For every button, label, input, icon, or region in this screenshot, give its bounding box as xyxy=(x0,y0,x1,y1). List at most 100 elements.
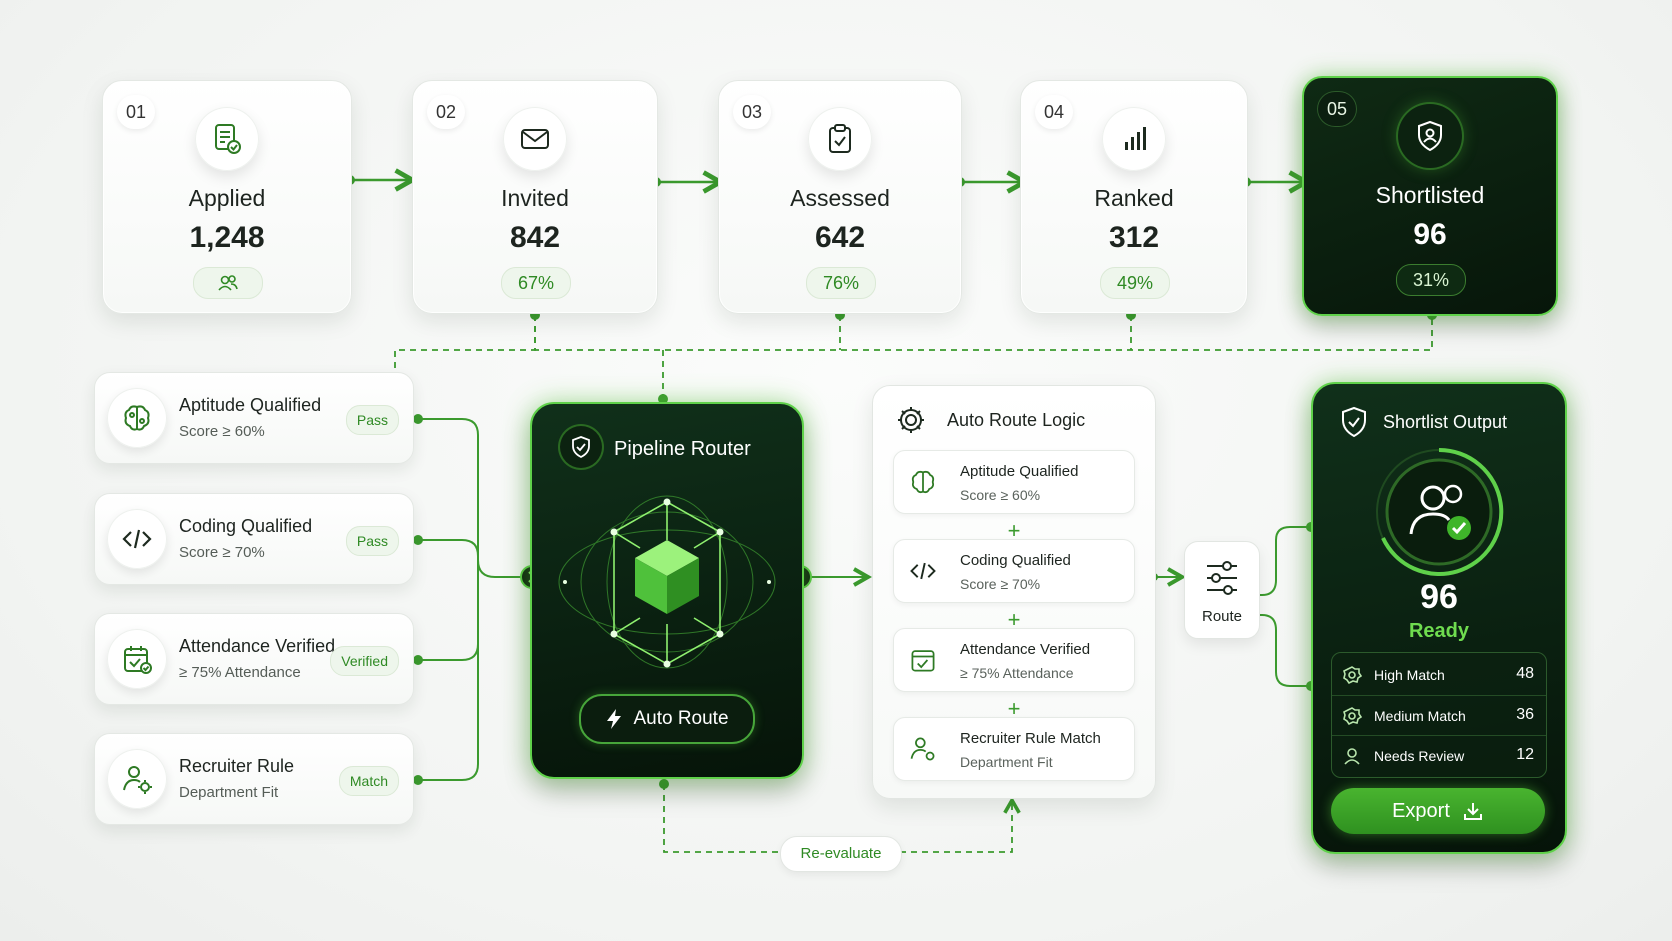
conversion-rate: 49% xyxy=(1100,267,1170,299)
criteria-subtitle: Score ≥ 60% xyxy=(179,423,265,440)
criteria-title: Aptitude Qualified xyxy=(179,395,322,415)
match-breakdown: High Match 48 Medium Match 36 Needs Revi… xyxy=(1331,652,1547,778)
logic-item-recruiter[interactable]: Recruiter Rule Match Department Fit xyxy=(893,717,1135,781)
stage-count: 312 xyxy=(1108,221,1160,254)
logic-item-title: Aptitude Qualified xyxy=(960,463,1079,480)
logic-item-title: Recruiter Rule Match xyxy=(960,730,1101,747)
match-label: Needs Review xyxy=(1374,748,1465,764)
stage-count: 642 xyxy=(814,221,866,254)
logic-item-coding[interactable]: Coding Qualified Score ≥ 70% xyxy=(893,539,1135,603)
stage-card-assessed[interactable]: 03 Assessed 642 76% xyxy=(718,80,962,314)
logic-item-subtitle: Score ≥ 60% xyxy=(960,487,1041,503)
code-icon xyxy=(904,552,942,590)
plus-sign: + xyxy=(1007,607,1021,632)
shield-check-icon xyxy=(1339,406,1369,443)
user-gear-icon xyxy=(904,730,942,768)
shortlist-count: 96 xyxy=(1420,578,1458,616)
stage-number: 02 xyxy=(427,95,465,129)
cube-network-icon xyxy=(558,495,776,669)
match-value: 36 xyxy=(1516,706,1534,723)
match-label: High Match xyxy=(1374,667,1445,683)
criteria-title: Attendance Verified xyxy=(179,636,336,656)
criteria-card-recruiter[interactable]: Recruiter Rule Department Fit Match xyxy=(94,733,414,825)
criteria-card-coding[interactable]: Coding Qualified Score ≥ 70% Pass xyxy=(94,493,414,585)
stage-card-invited[interactable]: 02 Invited 842 67% xyxy=(412,80,658,314)
plus-sign: + xyxy=(1007,696,1021,721)
stage-title: Assessed xyxy=(790,185,890,211)
stage-card-applied[interactable]: 01 Applied 1,248 xyxy=(102,80,352,314)
logic-title: Auto Route Logic xyxy=(947,410,1086,430)
shield-check-icon xyxy=(560,426,602,468)
document-check-icon xyxy=(195,107,259,171)
envelope-icon xyxy=(503,107,567,171)
user-icon xyxy=(1342,746,1362,771)
badge-star-icon xyxy=(1342,665,1363,690)
stage-count: 842 xyxy=(509,221,561,254)
criteria-title: Recruiter Rule xyxy=(179,756,295,776)
logic-item-subtitle: Department Fit xyxy=(960,754,1053,770)
stage-number: 03 xyxy=(733,95,771,129)
badge-star-icon xyxy=(1342,706,1363,731)
stage-count: 96 xyxy=(1413,218,1447,251)
stage-card-ranked[interactable]: 04 Ranked 312 49% xyxy=(1020,80,1248,314)
match-label: Medium Match xyxy=(1374,708,1466,724)
logic-item-subtitle: Score ≥ 70% xyxy=(960,576,1041,592)
match-row-high[interactable]: High Match 48 xyxy=(1332,655,1546,695)
auto-route-label: Auto Route xyxy=(633,708,729,729)
logic-item-subtitle: ≥ 75% Attendance xyxy=(960,665,1074,681)
auto-route-button[interactable]: Auto Route xyxy=(579,694,755,744)
status-badge: Pass xyxy=(345,526,399,556)
status-badge: Pass xyxy=(345,405,399,435)
ready-ring-icon xyxy=(1376,448,1504,576)
stage-title: Applied xyxy=(188,185,266,211)
ready-status: Ready xyxy=(1408,620,1470,642)
conversion-rate: 67% xyxy=(501,267,571,299)
sliders-icon xyxy=(1204,558,1240,603)
export-button[interactable]: Export xyxy=(1331,788,1545,834)
auto-route-logic-panel: Auto Route Logic Aptitude Qualified Scor… xyxy=(872,385,1156,799)
router-title: Pipeline Router xyxy=(614,438,751,460)
users-icon-badge xyxy=(193,267,263,299)
conversion-rate: 76% xyxy=(806,267,876,299)
conversion-rate: 31% xyxy=(1396,264,1466,296)
match-row-review[interactable]: Needs Review 12 xyxy=(1332,735,1546,776)
output-title: Shortlist Output xyxy=(1383,412,1508,432)
logic-item-title: Attendance Verified xyxy=(960,641,1091,658)
download-icon xyxy=(1463,803,1482,820)
calendar-check-icon xyxy=(904,641,942,679)
brain-icon xyxy=(107,388,167,448)
logic-item-attendance[interactable]: Attendance Verified ≥ 75% Attendance xyxy=(893,628,1135,692)
stage-count: 1,248 xyxy=(189,221,265,254)
pipeline-router-panel[interactable]: Pipeline Router Auto Route xyxy=(530,402,804,779)
brain-icon xyxy=(904,463,942,501)
status-badge: Match xyxy=(338,766,399,796)
shortlist-output-panel: Shortlist Output 96 Ready High Match 48 … xyxy=(1311,382,1567,854)
criteria-subtitle: ≥ 75% Attendance xyxy=(179,664,301,681)
match-value: 12 xyxy=(1516,746,1534,763)
stage-title: Invited xyxy=(501,185,569,211)
bar-chart-icon xyxy=(1102,107,1166,171)
re-evaluate-button[interactable]: Re-evaluate xyxy=(780,836,902,872)
calendar-check-icon xyxy=(107,629,167,689)
criteria-card-attendance[interactable]: Attendance Verified ≥ 75% Attendance Ver… xyxy=(94,613,414,705)
stage-title: Ranked xyxy=(1094,185,1174,211)
criteria-subtitle: Department Fit xyxy=(179,784,279,801)
logic-item-aptitude[interactable]: Aptitude Qualified Score ≥ 60% xyxy=(893,450,1135,514)
stage-number: 04 xyxy=(1035,95,1073,129)
match-value: 48 xyxy=(1516,665,1534,682)
route-node[interactable]: Route xyxy=(1184,541,1260,639)
criteria-card-aptitude[interactable]: Aptitude Qualified Score ≥ 60% Pass xyxy=(94,372,414,464)
code-icon xyxy=(107,509,167,569)
criteria-subtitle: Score ≥ 70% xyxy=(179,544,265,561)
plus-sign: + xyxy=(1007,518,1021,543)
match-row-medium[interactable]: Medium Match 36 xyxy=(1332,695,1546,736)
status-badge: Verified xyxy=(330,646,399,676)
user-gear-icon xyxy=(107,749,167,809)
stage-title: Shortlisted xyxy=(1375,182,1485,208)
shield-user-icon xyxy=(1398,104,1462,168)
lightning-icon xyxy=(607,709,622,729)
route-label: Route xyxy=(1201,608,1243,625)
stage-number: 05 xyxy=(1318,92,1356,126)
criteria-title: Coding Qualified xyxy=(179,516,313,536)
stage-card-shortlisted[interactable]: 05 Shortlisted 96 31% xyxy=(1302,76,1558,316)
